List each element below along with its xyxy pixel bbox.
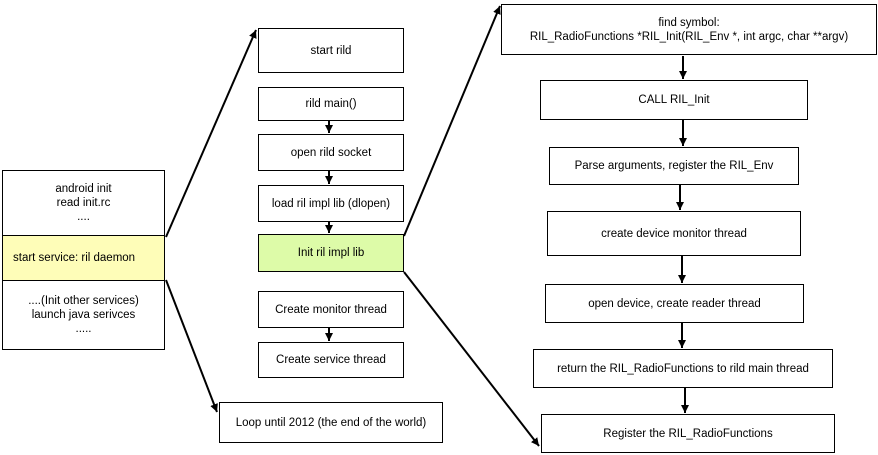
step-label: Create monitor thread <box>275 303 387 316</box>
step-label: create device monitor thread <box>601 227 747 240</box>
step-label: Register the RIL_RadioFunctions <box>603 427 773 440</box>
step-label: Create service thread <box>276 354 386 366</box>
parse-arguments-box: Parse arguments, register the RIL_Env <box>549 147 799 185</box>
loop-box: Loop until 2012 (the end of the world) <box>219 402 443 443</box>
ellipsis-line: ..... <box>75 323 92 335</box>
return-radio-functions-box: return the RIL_RadioFunctions to rild ma… <box>533 349 833 388</box>
find-symbol-line: find symbol: <box>658 16 720 29</box>
step-label: return the RIL_RadioFunctions to rild ma… <box>557 362 809 375</box>
create-service-thread-box: Create service thread <box>258 342 404 378</box>
init-lib-box: Init ril impl lib <box>258 234 404 272</box>
create-monitor-thread-box: Create monitor thread <box>258 291 404 328</box>
start-rild-box: start rild <box>258 28 404 73</box>
open-socket-box: open rild socket <box>258 134 404 171</box>
open-device-box: open device, create reader thread <box>545 284 804 323</box>
ellipsis-line: .... <box>77 211 90 223</box>
rild-main-box: rild main() <box>258 87 404 121</box>
step-label: CALL RIL_Init <box>638 94 710 106</box>
arrow-start-service-to-loop <box>165 279 218 413</box>
load-lib-box: load ril impl lib (dlopen) <box>258 185 404 222</box>
step-label: Parse arguments, register the RIL_Env <box>574 160 774 172</box>
device-monitor-thread-box: create device monitor thread <box>547 211 801 256</box>
ril-init-signature-line: RIL_RadioFunctions *RIL_Init(RIL_Env *, … <box>529 30 849 43</box>
step-label: open rild socket <box>290 146 372 159</box>
start-service-box: start service: ril daemon <box>2 235 165 281</box>
init-other-services-line: ....(Init other services) <box>28 295 139 307</box>
arrow-init-to-find-symbol <box>403 5 501 237</box>
android-init-box: android init read init.rc .... <box>2 170 165 236</box>
arrow-start-service-to-start-rild <box>165 29 257 238</box>
android-init-line: android init <box>55 183 112 195</box>
start-service-label: start service: ril daemon <box>13 252 136 264</box>
launch-java-services-line: launch java serivces <box>31 309 136 321</box>
step-label: rild main() <box>305 98 357 110</box>
arrow-init-to-register <box>403 271 540 447</box>
step-label: load ril impl lib (dlopen) <box>271 197 391 210</box>
step-label: Init ril impl lib <box>297 247 365 259</box>
call-ril-init-box: CALL RIL_Init <box>540 80 808 120</box>
other-services-box: ....(Init other services) launch java se… <box>2 280 165 350</box>
step-label: open device, create reader thread <box>588 297 761 310</box>
register-radio-functions-box: Register the RIL_RadioFunctions <box>541 414 835 453</box>
step-label: start rild <box>310 44 352 57</box>
loop-label: Loop until 2012 (the end of the world) <box>235 416 427 429</box>
read-init-rc-line: read init.rc <box>56 197 111 209</box>
find-symbol-box: find symbol: RIL_RadioFunctions *RIL_Ini… <box>501 4 877 55</box>
